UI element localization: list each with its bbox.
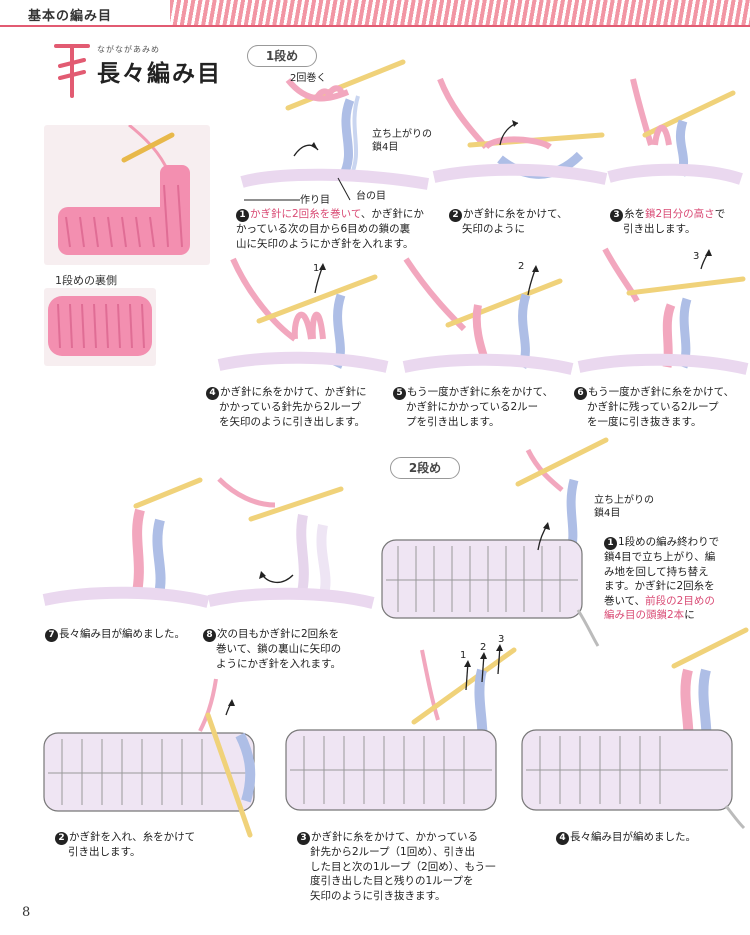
row2-arrow-num-3: 3 — [498, 634, 504, 645]
row2-tachiagari-label-1: 立ち上がりの — [594, 495, 654, 506]
step3-illustration — [607, 78, 743, 185]
row2-tachiagari-label-2: 鎖4目 — [594, 508, 621, 519]
sakume-label: 作り目 — [300, 195, 330, 206]
row2-step2-illustration — [43, 678, 256, 838]
tachiagari-label-2: 鎖4目 — [372, 142, 399, 153]
step2-illustration — [432, 77, 608, 185]
stitch-symbol-icon — [54, 44, 90, 98]
page-number: 8 — [22, 905, 31, 920]
step8-illustration — [207, 477, 375, 609]
sample-photo — [44, 125, 210, 265]
row2-arrow-num-1: 1 — [460, 650, 466, 661]
row2-arrow-num-2: 2 — [480, 642, 486, 653]
step4-illustration: 1 — [217, 257, 389, 373]
tachiagari-label-1: 立ち上がりの — [372, 129, 432, 140]
back-side-photo — [44, 288, 156, 366]
arrow-num-3: 3 — [693, 251, 699, 262]
arrow-num-2: 2 — [518, 261, 524, 272]
back-side-label: 1段めの裏側 — [55, 274, 117, 287]
row1-label: 1段め — [247, 45, 317, 67]
row2-step1-illustration — [381, 437, 609, 647]
step6-illustration: 3 — [577, 247, 749, 375]
wrap2-label: 2回巻く — [290, 73, 327, 84]
daime-label: 台の目 — [356, 191, 386, 202]
title-ruby: ながながあみめ — [97, 45, 160, 54]
page-title: 長々編み目 — [97, 61, 222, 87]
row2-step3-illustration: 1 2 3 — [285, 634, 517, 811]
header-line — [0, 25, 750, 27]
step-number: 1 — [236, 209, 249, 222]
step7-illustration — [42, 473, 210, 608]
step1-illustration — [240, 59, 430, 201]
arrow-num-1: 1 — [313, 263, 319, 274]
row2-label: 2段め — [390, 457, 460, 479]
header-stripes — [170, 0, 750, 26]
row2-step4-illustration — [521, 627, 749, 830]
section-title: 基本の編み目 — [28, 9, 113, 24]
step5-illustration: 2 — [402, 257, 574, 375]
